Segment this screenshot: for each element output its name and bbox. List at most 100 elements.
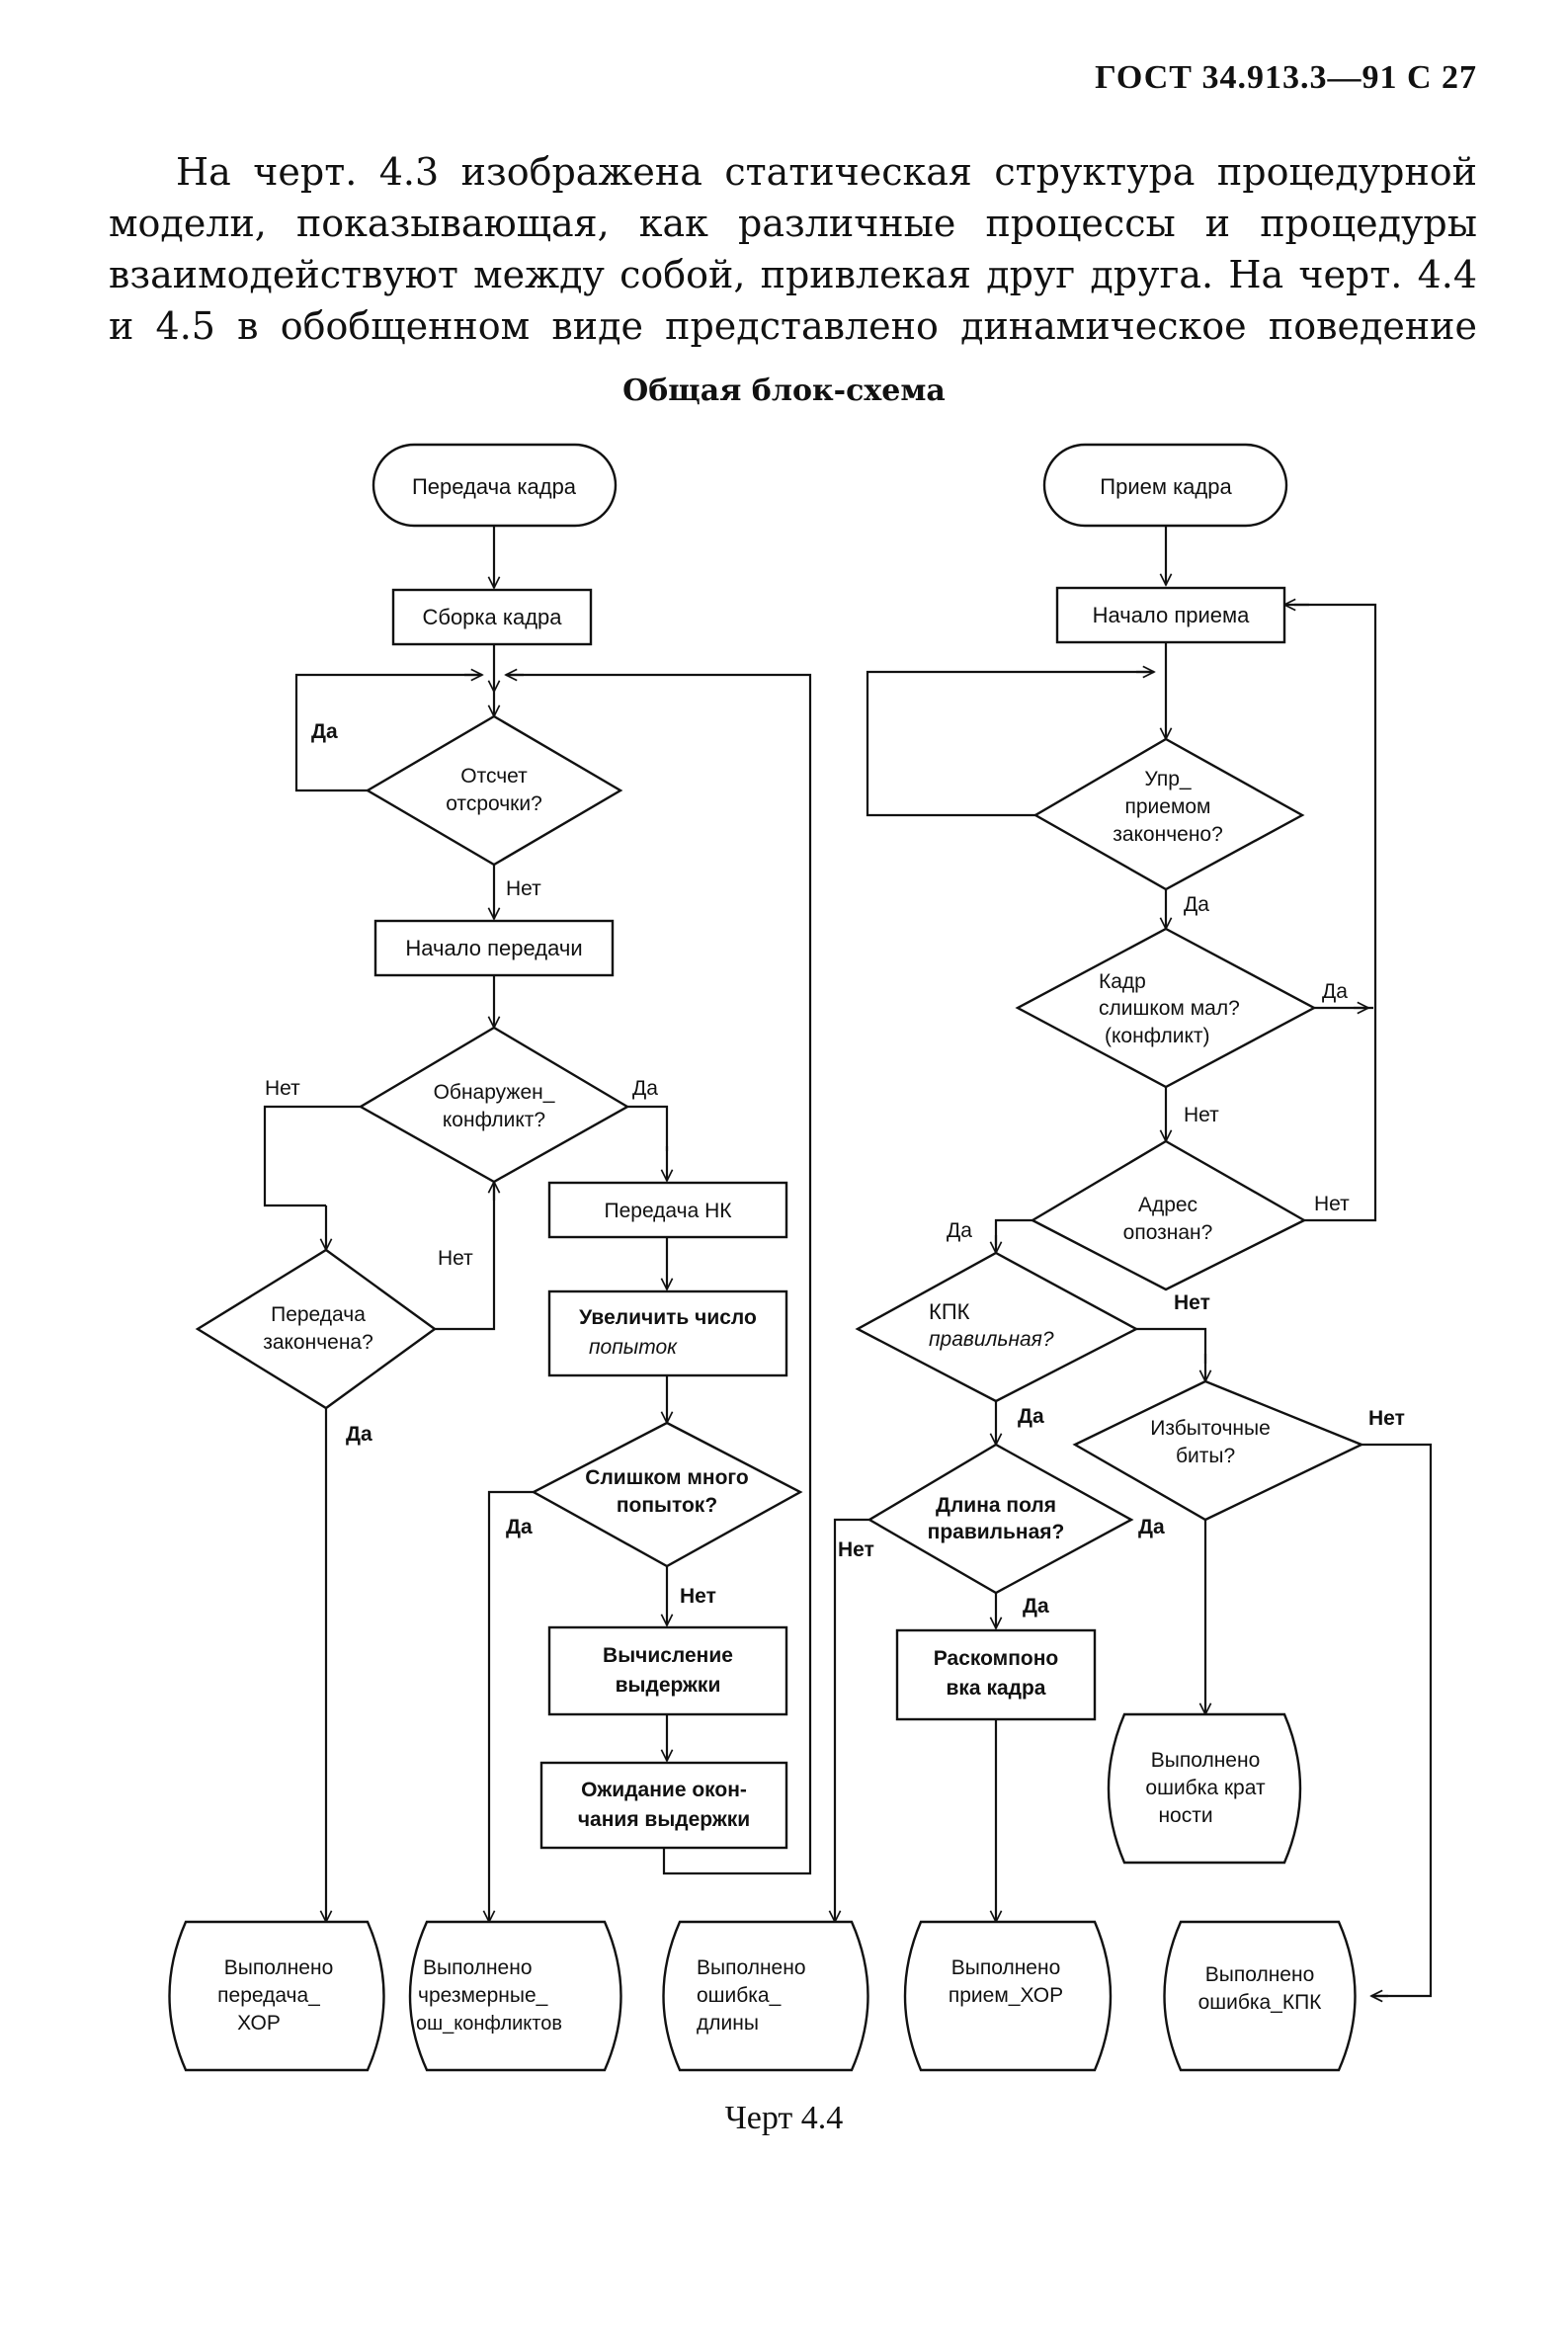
- svg-text:Да: Да: [1138, 1516, 1165, 1538]
- svg-text:Выполнено: Выполнено: [697, 1956, 806, 1979]
- paragraph-line: взаимодействуют между собой, привлекая д…: [109, 253, 1477, 296]
- svg-text:попыток?: попыток?: [617, 1494, 717, 1517]
- svg-text:Да: Да: [1023, 1595, 1049, 1618]
- svg-text:Выполнено: Выполнено: [1151, 1749, 1261, 1772]
- node-extra-bits-decision: Избыточные биты?: [1072, 1379, 1364, 1522]
- paragraph-line: модели, показывающая, как различные проц…: [109, 202, 1477, 245]
- svg-text:Да: Да: [346, 1423, 372, 1446]
- node-rx-ctrl-decision: Упр_ приемом закончено?: [1032, 737, 1305, 891]
- svg-text:длины: длины: [697, 2012, 759, 2035]
- svg-text:Длина поля: Длина поля: [936, 1494, 1056, 1517]
- svg-text:Нет: Нет: [1174, 1291, 1210, 1314]
- terminal-done-tx-ok: Выполнено передача_ ХОР: [168, 1920, 385, 2072]
- svg-text:Передача: Передача: [271, 1303, 366, 1326]
- svg-text:отсрочки?: отсрочки?: [446, 792, 542, 815]
- svg-text:Кадр: Кадр: [1099, 970, 1146, 993]
- svg-text:прием_ХОР: прием_ХОР: [949, 1984, 1063, 2007]
- svg-text:Да: Да: [311, 720, 338, 743]
- branch-labels: Да Нет Нет Да Нет Да Да Нет Да Да Нет Не…: [265, 720, 1405, 1618]
- svg-text:Нет: Нет: [265, 1077, 300, 1100]
- svg-text:Нет: Нет: [680, 1585, 716, 1608]
- left-connectors: [263, 526, 812, 1922]
- svg-text:Да: Да: [1018, 1405, 1044, 1428]
- node-wait-delay: Ожидание окон- чания выдержки: [539, 1761, 788, 1850]
- svg-text:Сборка кадра: Сборка кадра: [422, 605, 562, 629]
- svg-text:Раскомпоно: Раскомпоно: [934, 1647, 1058, 1670]
- node-start-tx: Передача кадра: [371, 443, 618, 528]
- svg-text:биты?: биты?: [1176, 1445, 1235, 1467]
- node-inc-attempts: Увеличить число попыток: [547, 1289, 788, 1377]
- svg-text:КПК: КПК: [929, 1299, 970, 1324]
- terminal-done-crc-err: Выполнено ошибка_КПК: [1163, 1920, 1357, 2072]
- node-unpack: Раскомпоно вка кадра: [895, 1628, 1097, 1721]
- svg-text:Вычисление: Вычисление: [603, 1644, 733, 1667]
- svg-text:Передача НК: Передача НК: [605, 1200, 733, 1222]
- svg-text:Да: Да: [1184, 893, 1209, 916]
- svg-text:Да: Да: [506, 1516, 533, 1538]
- svg-text:чания выдержки: чания выдержки: [578, 1808, 750, 1831]
- svg-text:попыток: попыток: [589, 1336, 678, 1359]
- node-backoff-decision: Отсчет отсрочки?: [365, 714, 623, 867]
- svg-text:Нет: Нет: [1368, 1407, 1405, 1430]
- terminal-done-excess: Выполнено чрезмерные_ ош_конфликтов: [408, 1920, 622, 2072]
- node-start-rx: Прием кадра: [1042, 443, 1288, 528]
- node-rx-begin: Начало приема: [1055, 586, 1286, 644]
- svg-text:Да: Да: [632, 1077, 658, 1100]
- svg-text:Прием кадра: Прием кадра: [1100, 474, 1232, 499]
- diagram-title: Общая блок-схема: [622, 374, 946, 408]
- terminal-done-align: Выполнено ошибка крат ности: [1107, 1712, 1302, 1865]
- terminal-done-len-err: Выполнено ошибка_ длины: [662, 1920, 869, 2072]
- svg-text:ХОР: ХОР: [237, 2012, 281, 2035]
- svg-text:опознан?: опознан?: [1123, 1221, 1213, 1244]
- svg-text:Да: Да: [1322, 980, 1348, 1003]
- svg-text:Ожидание окон-: Ожидание окон-: [581, 1779, 747, 1801]
- paragraph-line: На черт. 4.3 изображена статическая стру…: [176, 150, 1477, 194]
- svg-text:приемом: приемом: [1124, 795, 1210, 818]
- svg-text:Упр_: Упр_: [1144, 768, 1191, 790]
- svg-text:правильная?: правильная?: [928, 1521, 1065, 1543]
- svg-text:Да: Да: [947, 1219, 972, 1242]
- svg-text:закончена?: закончена?: [263, 1331, 373, 1354]
- svg-text:ош_конфликтов: ош_конфликтов: [416, 2013, 562, 2035]
- svg-text:Выполнено: Выполнено: [224, 1956, 334, 1979]
- svg-text:чрезмерные_: чрезмерные_: [418, 1984, 548, 2007]
- svg-text:Обнаружен_: Обнаружен_: [434, 1081, 555, 1104]
- svg-text:Нет: Нет: [838, 1538, 874, 1561]
- node-send-nk: Передача НК: [547, 1181, 788, 1239]
- svg-text:Нет: Нет: [506, 877, 541, 900]
- svg-text:Адрес: Адрес: [1138, 1194, 1197, 1216]
- node-crc-decision: КПК правильная?: [855, 1251, 1139, 1403]
- svg-text:Выполнено: Выполнено: [1205, 1963, 1315, 1986]
- paragraph-line: и 4.5 в обобщенном виде представлено дин…: [109, 304, 1477, 348]
- svg-text:ошибка крат: ошибка крат: [1145, 1777, 1266, 1799]
- svg-text:Слишком много: Слишком много: [585, 1466, 748, 1489]
- svg-text:вка кадра: вка кадра: [947, 1677, 1046, 1700]
- node-assemble: Сборка кадра: [391, 588, 593, 646]
- svg-text:ности: ности: [1158, 1804, 1212, 1827]
- svg-text:закончено?: закончено?: [1113, 823, 1223, 846]
- svg-text:выдержки: выдержки: [616, 1674, 721, 1697]
- svg-text:конфликт?: конфликт?: [443, 1109, 545, 1131]
- svg-text:Начало передачи: Начало передачи: [405, 936, 582, 960]
- node-too-small-decision: Кадр слишком мал? (конфликт): [1015, 927, 1317, 1089]
- svg-text:Выполнено: Выполнено: [951, 1956, 1061, 1979]
- svg-text:правильная?: правильная?: [929, 1328, 1054, 1351]
- node-tx-done-decision: Передача закончена?: [195, 1248, 438, 1410]
- node-collision-decision: Обнаружен_ конфликт?: [358, 1026, 630, 1184]
- svg-text:(конфликт): (конфликт): [1105, 1025, 1210, 1047]
- terminal-done-rx-ok: Выполнено прием_ХОР: [903, 1920, 1113, 2072]
- svg-text:Начало приема: Начало приема: [1093, 603, 1251, 627]
- svg-text:слишком мал?: слишком мал?: [1099, 997, 1240, 1020]
- svg-text:Отсчет: Отсчет: [460, 765, 528, 788]
- right-connectors: [835, 526, 1433, 1996]
- figure-caption: Черт 4.4: [724, 2100, 844, 2136]
- svg-text:ошибка_: ошибка_: [697, 1984, 782, 2007]
- svg-text:Нет: Нет: [1314, 1193, 1350, 1215]
- node-calc-delay: Вычисление выдержки: [547, 1625, 788, 1716]
- page-header: ГОСТ 34.913.3—91 С 27: [1095, 59, 1477, 96]
- node-tx-start: Начало передачи: [373, 919, 615, 977]
- svg-text:Избыточные: Избыточные: [1150, 1417, 1271, 1440]
- node-addr-decision: Адрес опознан?: [1030, 1139, 1307, 1291]
